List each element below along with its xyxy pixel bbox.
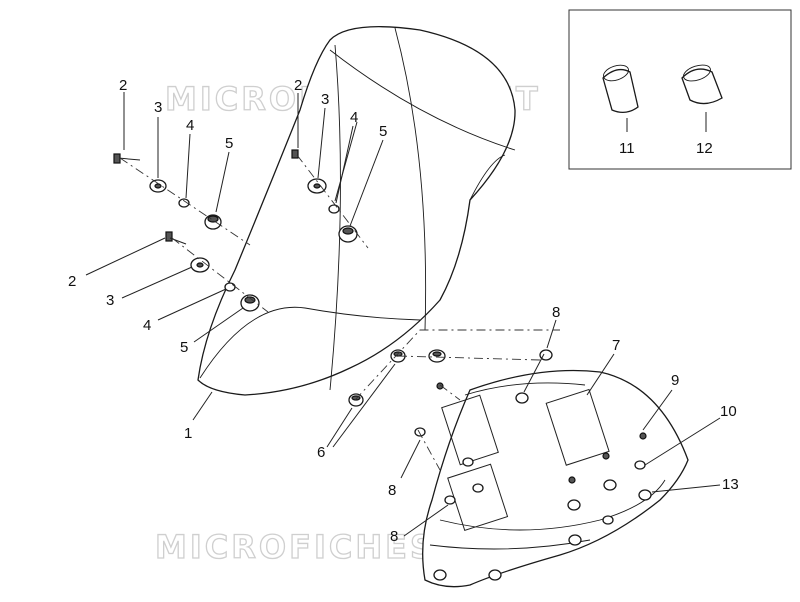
callout-4-top-left: 4 — [186, 117, 194, 134]
callout-7: 7 — [612, 337, 620, 354]
callout-5-top-right: 5 — [379, 123, 387, 140]
callout-9: 9 — [671, 372, 679, 389]
hardware-group-upper-left — [113, 153, 251, 246]
callout-11: 11 — [619, 140, 635, 157]
callout-8-bottom: 8 — [390, 528, 398, 545]
hardware-group-right — [291, 149, 369, 249]
callout-8-top: 8 — [552, 304, 560, 321]
bracket-frame-part — [414, 349, 689, 588]
callout-5-top-left: 5 — [225, 135, 233, 152]
leader-lines — [85, 92, 721, 537]
windscreen-part — [197, 26, 516, 396]
callout-1: 1 — [184, 425, 192, 442]
callout-3-top-right: 3 — [321, 91, 329, 108]
callout-2-left: 2 — [68, 273, 76, 290]
callout-6: 6 — [317, 444, 325, 461]
callout-13: 13 — [722, 476, 739, 493]
callout-4-left: 4 — [143, 317, 151, 334]
inset-box — [568, 9, 792, 170]
callout-3-left: 3 — [106, 292, 114, 309]
callout-12: 12 — [696, 140, 713, 157]
hardware-group-lower-left — [165, 231, 269, 313]
callout-5-left: 5 — [180, 339, 188, 356]
callout-10: 10 — [720, 403, 737, 420]
callout-3-top-left: 3 — [154, 99, 162, 116]
callout-8-middle: 8 — [388, 482, 396, 499]
callout-4-top-right: 4 — [350, 109, 358, 126]
grommet-parts — [348, 329, 560, 407]
spacer-11-icon — [602, 64, 639, 114]
callout-2-top-left: 2 — [119, 77, 127, 94]
callout-2-top-right: 2 — [294, 77, 302, 94]
spacer-12-icon — [681, 64, 723, 105]
